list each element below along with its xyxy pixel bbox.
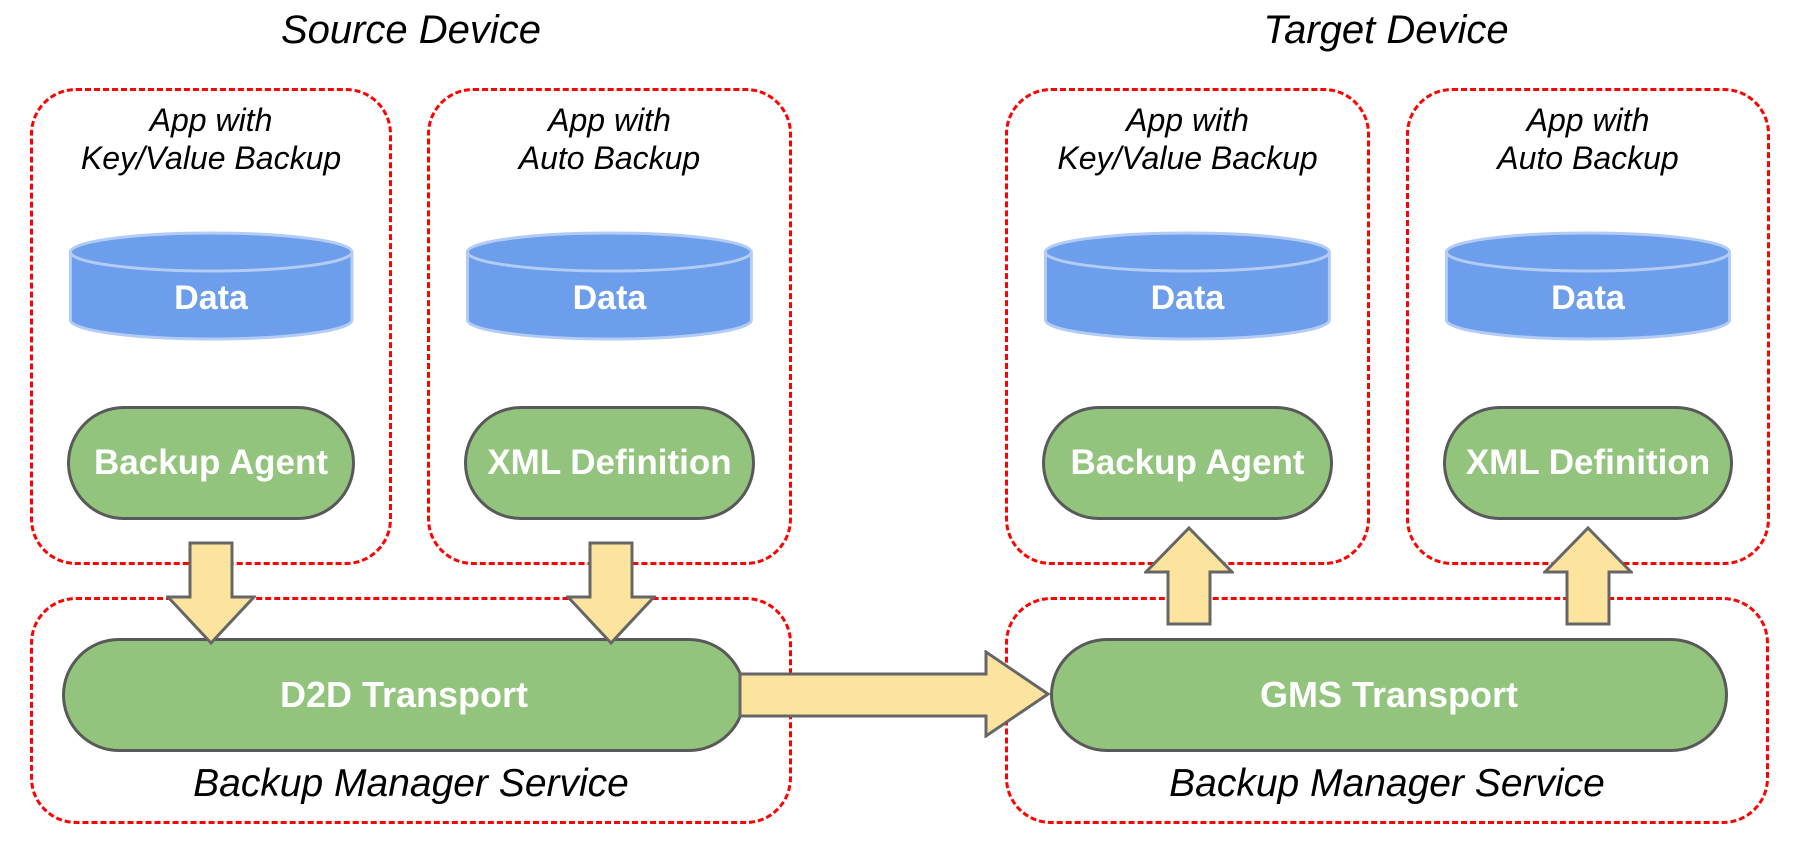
backup-manager-service-label: Backup Manager Service <box>193 762 629 805</box>
gms-transport-pill: GMS Transport <box>1050 638 1728 752</box>
app-box-target-keyvalue: App with Key/Value Backup Data Backup Ag… <box>1005 88 1370 565</box>
data-cylinder: Data <box>1443 231 1733 343</box>
app-label-line2: Key/Value Backup <box>80 140 342 177</box>
app-label: App with Auto Backup <box>430 101 789 178</box>
cylinder-shape-icon <box>466 231 753 341</box>
app-label-line1: App with <box>548 102 671 138</box>
data-cylinder: Data <box>1042 231 1333 343</box>
component-pill-backup-agent: Backup Agent <box>1042 406 1333 520</box>
component-label: Backup Agent <box>93 443 328 482</box>
data-label: Data <box>174 279 248 317</box>
cylinder-shape-icon <box>1444 231 1732 341</box>
d2d-transport-pill: D2D Transport <box>62 638 746 752</box>
component-label: XML Definition <box>487 443 732 482</box>
app-label: App with Key/Value Backup <box>33 101 389 178</box>
target-device-title: Target Device <box>1263 8 1509 52</box>
app-box-source-auto: App with Auto Backup Data XML Definition <box>427 88 792 565</box>
component-pill-backup-agent: Backup Agent <box>66 406 356 520</box>
app-label: App with Key/Value Backup <box>1008 101 1367 178</box>
flow-arrow-down-icon <box>166 541 256 645</box>
flow-arrow-up-icon <box>1144 526 1234 626</box>
app-label-line1: App with <box>149 102 273 138</box>
flow-arrow-right-icon <box>738 650 1050 738</box>
app-label-line2: Key/Value Backup <box>1057 140 1318 177</box>
data-label: Data <box>572 279 647 317</box>
app-label-line1: App with <box>1526 102 1650 138</box>
component-pill-xml-definition: XML Definition <box>464 406 755 520</box>
data-cylinder: Data <box>67 231 355 343</box>
app-label: App with Auto Backup <box>1409 101 1767 178</box>
transport-label: GMS Transport <box>1259 674 1519 715</box>
flow-arrow-up-icon <box>1543 526 1633 626</box>
app-box-target-auto: App with Auto Backup Data XML Definition <box>1406 88 1770 565</box>
transport-label: D2D Transport <box>279 674 529 715</box>
cylinder-shape-icon <box>68 231 354 341</box>
data-label: Data <box>1551 279 1625 317</box>
component-pill-xml-definition: XML Definition <box>1443 406 1733 520</box>
app-label-line2: Auto Backup <box>518 140 701 177</box>
flow-arrow-down-icon <box>566 541 656 645</box>
component-label: XML Definition <box>1465 443 1711 482</box>
data-cylinder: Data <box>464 231 755 343</box>
backup-manager-service-label: Backup Manager Service <box>1169 762 1605 805</box>
data-label: Data <box>1150 279 1225 317</box>
app-box-source-keyvalue: App with Key/Value Backup Data Backup Ag… <box>30 88 392 565</box>
cylinder-shape-icon <box>1044 231 1331 341</box>
component-label: Backup Agent <box>1070 443 1305 482</box>
app-label-line2: Auto Backup <box>1497 140 1679 177</box>
app-label-line1: App with <box>1126 102 1249 138</box>
source-device-title: Source Device <box>280 8 542 52</box>
